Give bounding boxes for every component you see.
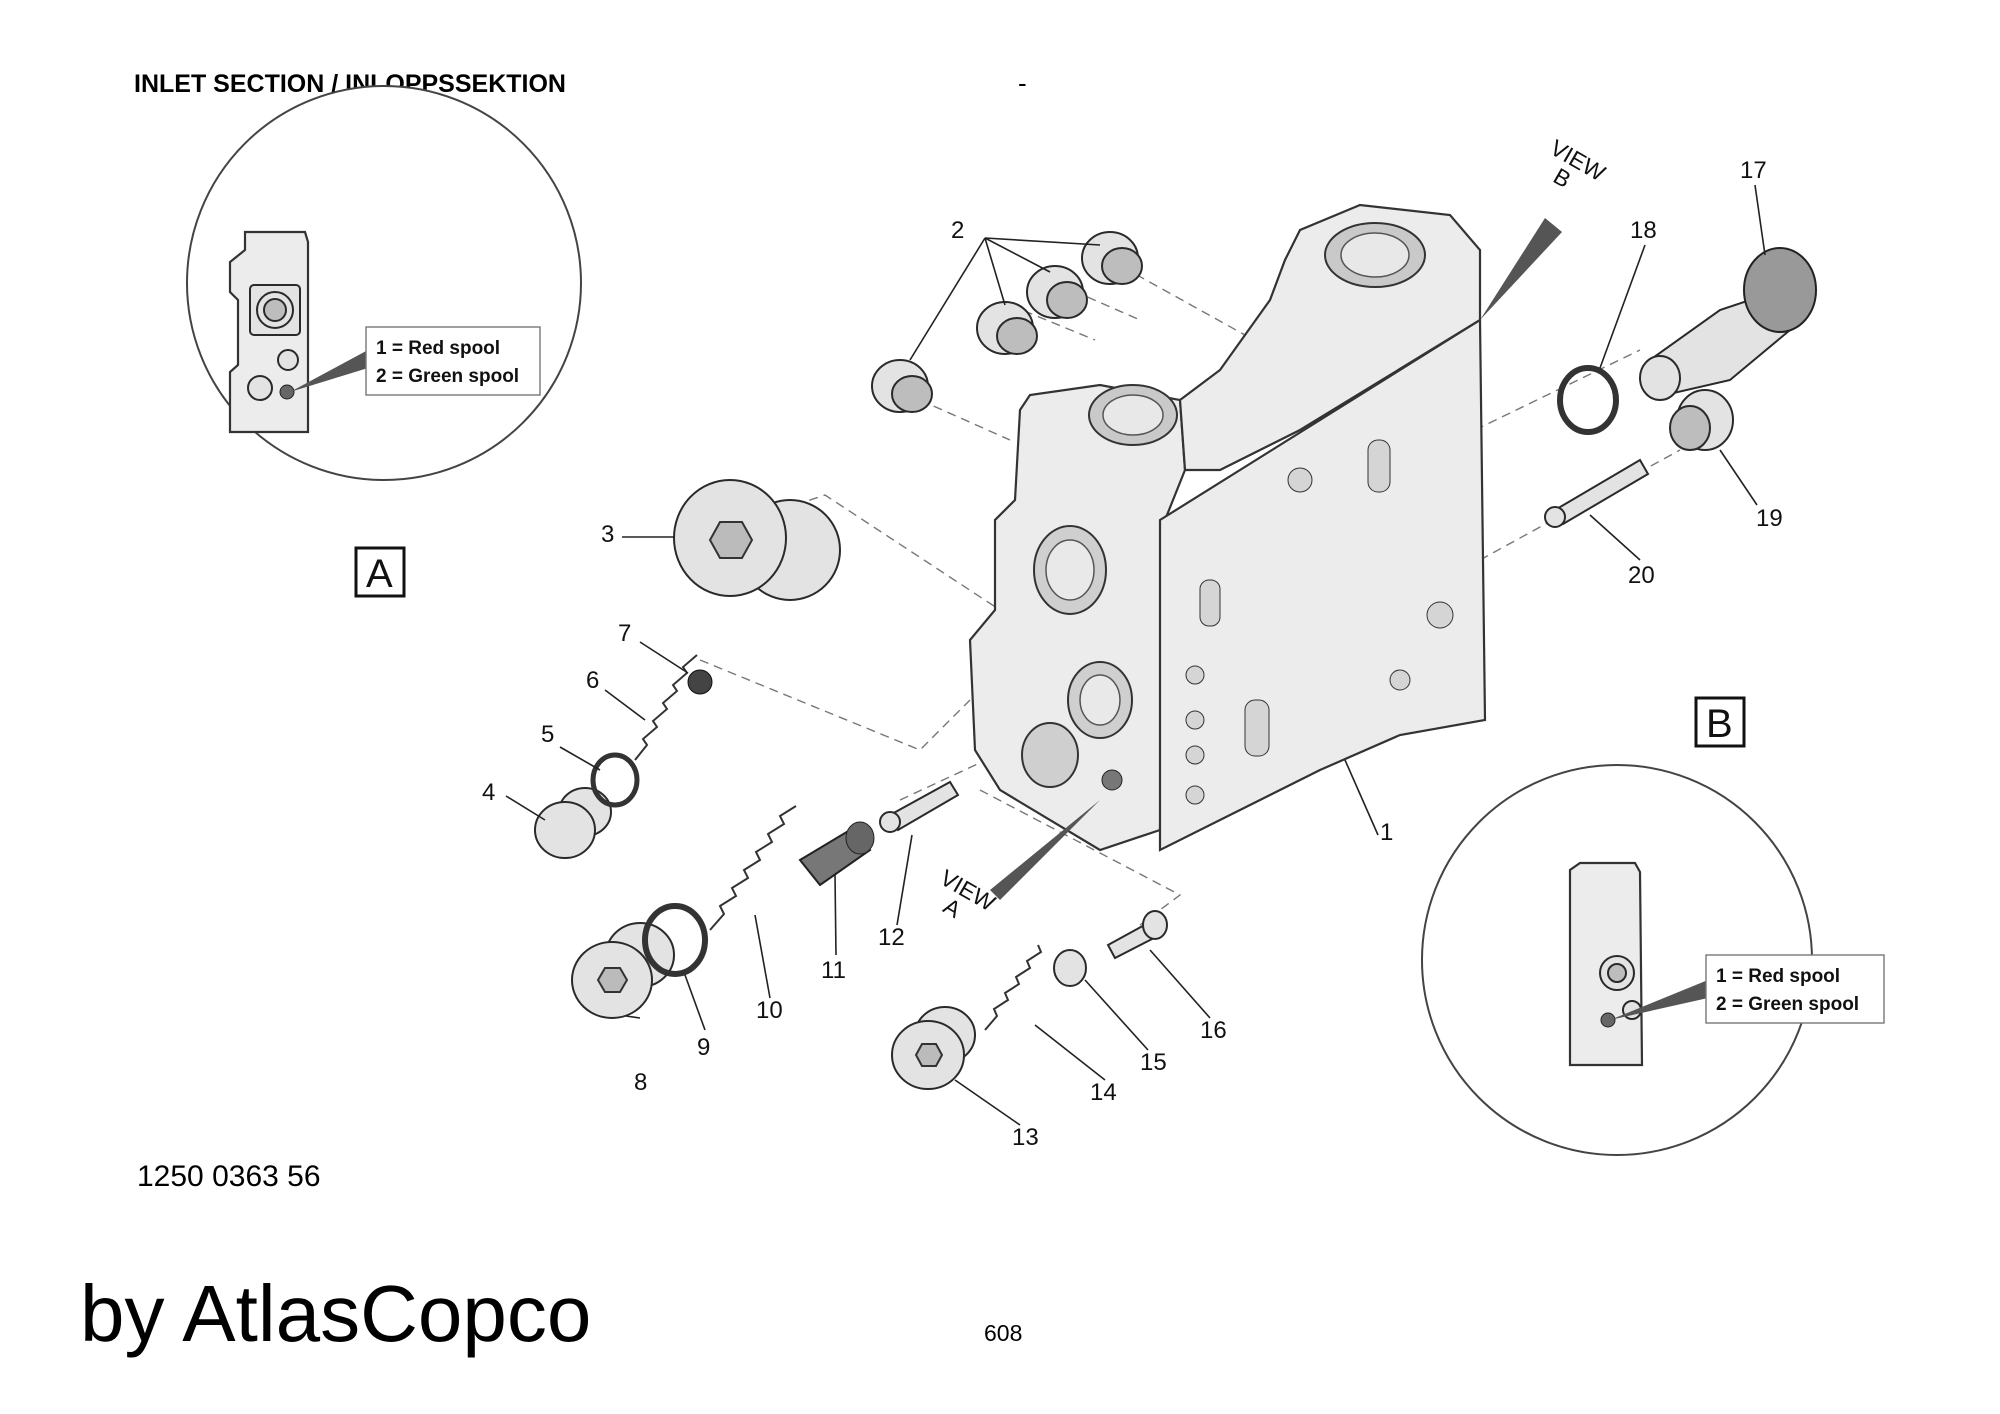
view-a-legend-line2: 2 = Green spool [376,366,519,387]
callout-5: 5 [541,721,554,748]
part-number: 1250 0363 56 [137,1160,321,1193]
part-19-plug [1669,389,1734,451]
part-9-washer [642,903,708,977]
callout-17: 17 [1740,157,1767,184]
part-12-pin [879,780,960,833]
detail-view-b: 1 = Red spool 2 = Green spool B [1421,696,1885,1156]
view-a-label: VIEW A [936,864,1000,924]
part-20-pin [1544,458,1650,528]
callout-12: 12 [878,924,905,951]
callout-19: 19 [1756,505,1783,532]
view-b-legend-line2: 2 = Green spool [1716,994,1859,1015]
callout-1: 1 [1380,819,1393,846]
callout-3: 3 [601,521,614,548]
callout-8: 8 [634,1069,647,1096]
callout-16: 16 [1200,1017,1227,1044]
view-a-legend-line1: 1 = Red spool [376,338,500,359]
callout-7: 7 [618,620,631,647]
view-a-label-line2: A [939,893,966,924]
part-18-ring [1557,365,1619,435]
part-16-pin [1106,910,1168,960]
callout-9: 9 [697,1034,710,1061]
view-b-label: VIEW B [1546,134,1610,193]
callout-numbers: 1 2 3 4 5 6 7 8 9 10 11 12 13 14 15 16 1… [482,157,1783,1151]
callout-14: 14 [1090,1079,1117,1106]
part-3-plug [673,479,841,601]
callout-13: 13 [1012,1124,1039,1151]
part-13-plug [891,1006,976,1090]
callout-15: 15 [1140,1049,1167,1076]
header-dash: - [1018,68,1027,98]
callout-4: 4 [482,779,495,806]
brand-label: by AtlasCopco [80,1269,592,1358]
part-6-spring [634,654,698,761]
valve-body [968,203,1487,852]
part-10-spring [709,805,797,931]
part-15-sleeve [1053,949,1087,987]
detail-view-a: 1 = Red spool 2 = Green spool A [186,85,582,598]
callout-2: 2 [951,217,964,244]
part-11-spool [798,821,875,887]
part-14-spring [984,944,1043,1031]
leader-lines [505,184,1766,1126]
view-b-label-line2: B [1549,163,1575,193]
part-2-plugs [871,231,1143,413]
page-number: 608 [984,1320,1023,1346]
part-5-oring [590,752,640,808]
part-17-valve [1639,247,1817,401]
callout-20: 20 [1628,562,1655,589]
view-a-letter: A [366,552,393,596]
callout-10: 10 [756,997,783,1024]
callout-18: 18 [1630,217,1657,244]
part-4-plug [534,787,612,859]
part-7-ball [687,669,713,695]
view-b-legend-line1: 1 = Red spool [1716,966,1840,987]
view-b-letter: B [1706,702,1733,746]
callout-11: 11 [821,957,846,984]
callout-6: 6 [586,667,599,694]
